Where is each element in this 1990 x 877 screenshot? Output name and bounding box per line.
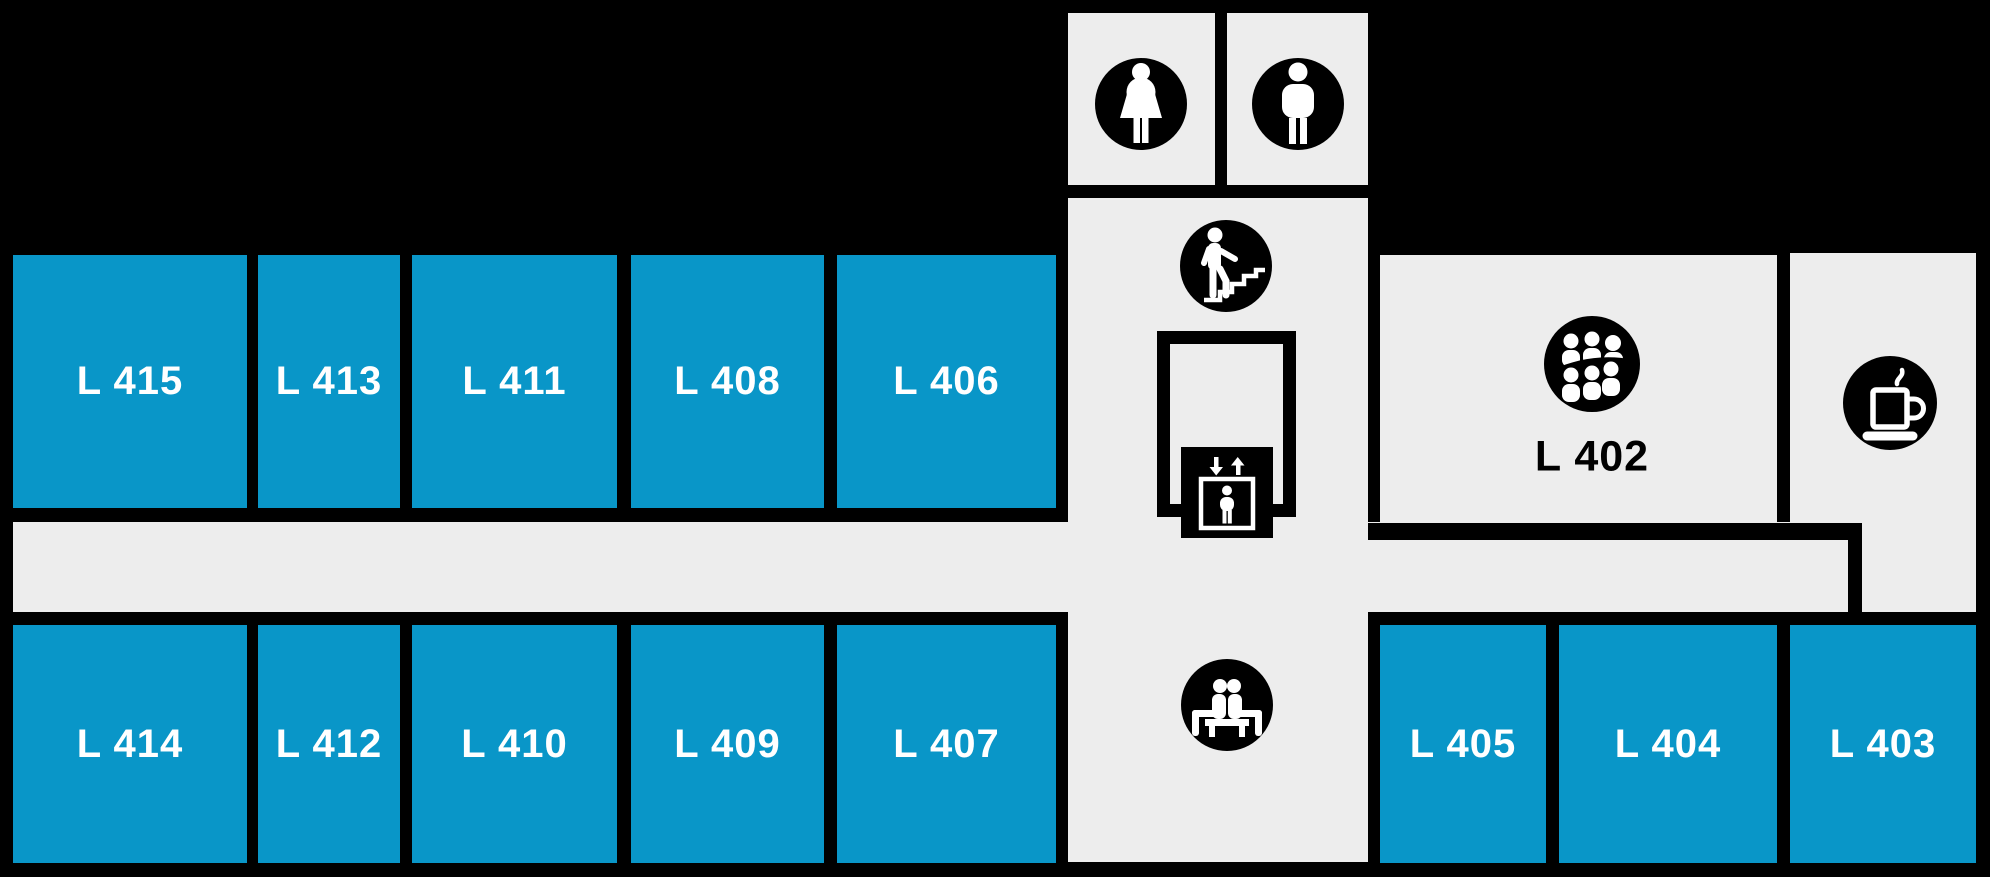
room-l-415[interactable]: L 415 — [13, 255, 247, 508]
womens-restroom-icon[interactable] — [1095, 58, 1187, 150]
room-l-411[interactable]: L 411 — [412, 255, 617, 508]
room-label: L 411 — [462, 359, 567, 403]
waiting-area-icon-glyph — [1192, 679, 1262, 737]
stairs-icon-glyph — [1201, 227, 1265, 303]
room-label: L 402 — [1534, 432, 1650, 481]
stairs-icon[interactable] — [1180, 220, 1272, 312]
room-l-408[interactable]: L 408 — [631, 255, 824, 508]
room-label: L 403 — [1829, 721, 1937, 766]
room-label: L 409 — [674, 721, 781, 766]
meeting-room-icon-glyph — [1552, 331, 1634, 402]
room-l-403[interactable]: L 403 — [1790, 625, 1976, 863]
wall — [1368, 523, 1862, 540]
room-l-410[interactable]: L 410 — [412, 625, 617, 863]
room-l-412[interactable]: L 412 — [258, 625, 400, 863]
room-label: L 405 — [1409, 721, 1517, 766]
room-l-409[interactable]: L 409 — [631, 625, 824, 863]
room-label: L 408 — [674, 359, 781, 403]
wall — [1848, 523, 1862, 622]
waiting-area-icon[interactable] — [1181, 659, 1273, 751]
room-l-407[interactable]: L 407 — [837, 625, 1056, 863]
room-l-405[interactable]: L 405 — [1380, 625, 1546, 863]
mens-restroom-icon-glyph — [1282, 62, 1314, 144]
meeting-room-icon[interactable] — [1544, 316, 1640, 412]
room-label: L 413 — [275, 359, 383, 403]
room-l-413[interactable]: L 413 — [258, 255, 400, 508]
mens-restroom-icon[interactable] — [1252, 58, 1344, 150]
coffee-icon-glyph — [1862, 367, 1926, 441]
room-label: L 414 — [76, 721, 184, 766]
coffee-icon[interactable] — [1843, 356, 1937, 450]
room-label: L 410 — [461, 721, 568, 766]
room-l-404[interactable]: L 404 — [1559, 625, 1777, 863]
room-l-414[interactable]: L 414 — [13, 625, 247, 863]
room-label: L 412 — [275, 721, 383, 766]
room-label: L 415 — [76, 359, 184, 403]
elevator-icon-glyph — [1198, 457, 1256, 531]
womens-restroom-icon-glyph — [1120, 63, 1162, 143]
room-l-406[interactable]: L 406 — [837, 255, 1056, 508]
room-label: L 406 — [893, 359, 1000, 403]
room-label: L 404 — [1614, 721, 1722, 766]
room-label: L 407 — [893, 721, 1000, 766]
elevator-icon[interactable] — [1181, 447, 1273, 538]
